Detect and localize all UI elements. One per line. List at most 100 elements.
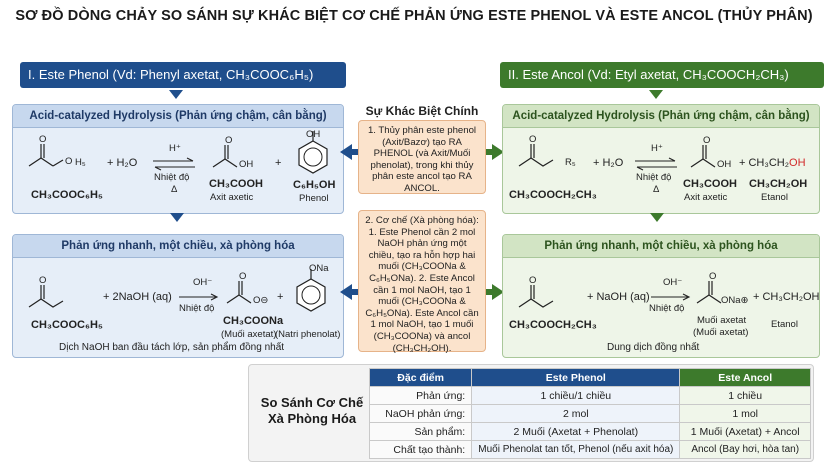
left-acid-product1-name: Axit axetic [210, 192, 254, 203]
right-acid-oh-label: OH [717, 159, 732, 170]
comparison-table: Đặc điểm Este Phenol Este Ancol Phản ứng… [368, 368, 811, 459]
right-base-reactant: CH₃COOCH₂CH₃ [509, 319, 597, 331]
right-acid-product1: CH₃COOH [683, 178, 737, 190]
left-base-reactant: CH₃COOC₆H₅ [31, 319, 103, 331]
left-base-product1-name: (Muối axetat) [221, 329, 277, 340]
right-base-plus-naoh: + NaOH (aq) [587, 291, 650, 303]
table-cell: 1 Muối (Axetat) + Ancol [679, 422, 811, 441]
table-row: Sản phẩm: 2 Muối (Axetat + Phenolat) 1 M… [368, 422, 811, 441]
right-base-oxygen-label: O [529, 275, 537, 286]
page-title: SƠ ĐỒ DÒNG CHẢY SO SÁNH SỰ KHÁC BIỆT CƠ … [15, 8, 813, 24]
left-base-catalyst: OH⁻ [193, 277, 213, 288]
left-acid-product2-name: Phenol [299, 193, 329, 204]
right-base-heading: Phản ứng nhanh, một chiều, xà phòng hóa [503, 235, 819, 258]
right-acid-product2-formula: + CH₃CH₂OH [739, 157, 806, 169]
right-acid-plus-water: + H₂O [593, 157, 624, 169]
left-base-plus-naoh: + 2NaOH (aq) [103, 291, 172, 303]
table-cell: Sản phẩm: [368, 422, 473, 441]
table-cell: Muối Phenolat tan tốt, Phenol (nếu axit … [471, 440, 681, 459]
table-cell: 1 chiều/1 chiều [471, 386, 681, 405]
right-acid-product1-name: Axit axetic [684, 192, 728, 203]
right-acid-reactant: CH₃COOCH₂CH₃ [509, 189, 597, 201]
right-acid-catalyst: H⁺ [651, 143, 663, 154]
left-base-footer: Dịch NaOH ban đầu tách lớp, sản phẩm đồn… [59, 342, 285, 353]
right-acid-product2: CH₃CH₂OH [749, 178, 808, 190]
table-cell: 2 Muối (Axetat + Phenolat) [471, 422, 681, 441]
right-acid-oxygen-label: O [703, 135, 711, 146]
left-base-heading: Phản ứng nhanh, một chiều, xà phòng hóa [13, 235, 343, 258]
right-ester-r5-label: R₅ [565, 157, 576, 168]
right-acetate-oxygen-label: O [709, 271, 717, 282]
acid-oh-label: OH [239, 159, 254, 170]
phenol-ring-icon [298, 131, 328, 174]
right-base-arrow [651, 293, 691, 301]
ester-o-label: O [65, 156, 73, 167]
left-acid-heading: Acid-catalyzed Hydrolysis (Phản ứng chậm… [13, 105, 343, 128]
ethyl-acetate-base-structure [518, 285, 554, 308]
center-left-arrow-bottom [340, 284, 358, 300]
table-header-phenol: Este Phenol [471, 368, 681, 387]
left-acid-reactant: CH₃COOC₆H₅ [31, 189, 103, 201]
left-header-arrow [169, 90, 183, 99]
center-box-1: 1. Thủy phân este phenol (Axit/Bazơ) tạo… [358, 120, 486, 194]
left-acid-panel: Acid-catalyzed Hydrolysis (Phản ứng chậm… [12, 104, 344, 214]
right-flow-arrow [650, 213, 664, 222]
acetate-o-minus-label: O⊖ [253, 295, 269, 306]
comparison-label: So Sánh Cơ Chế Xà Phòng Hóa [260, 395, 364, 426]
right-base-product2: + CH₃CH₂OH [753, 291, 820, 303]
right-base-footer: Dung dịch đồng nhất [607, 342, 700, 353]
table-row: Chất tạo thành: Muối Phenolat tan tốt, P… [368, 440, 811, 459]
left-base-panel: Phản ứng nhanh, một chiều, xà phòng hóa … [12, 234, 344, 358]
table-cell: NaOH phản ứng: [368, 404, 473, 423]
right-base-panel: Phản ứng nhanh, một chiều, xà phòng hóa … [502, 234, 820, 358]
right-base-product1-name: Muối axetat [697, 315, 747, 326]
table-header-ancol: Este Ancol [679, 368, 811, 387]
left-base-condition: Nhiệt độ [179, 303, 215, 314]
phenyl-acetate-structure [28, 144, 64, 167]
left-acid-catalyst: H⁺ [169, 143, 181, 154]
table-cell: Phản ứng: [368, 386, 473, 405]
ethanol-prefix: + CH₃CH₂ [739, 157, 790, 169]
table-row: Phản ứng: 1 chiều/1 chiều 1 chiều [368, 386, 811, 405]
right-base-condition: Nhiệt độ [649, 303, 685, 314]
right-acetate-structure [696, 281, 722, 304]
right-acid-delta: Δ [653, 184, 660, 195]
table-cell: Chất tạo thành: [368, 440, 473, 459]
right-acetic-acid-structure [690, 145, 716, 168]
table-row: NaOH phản ứng: 2 mol 1 mol [368, 404, 811, 423]
right-base-product1-name2: (Muối axetat) [693, 327, 749, 338]
phenyl-acetate-base-structure [28, 285, 64, 308]
table-header-feature: Đặc điểm [368, 368, 473, 387]
table-cell: 1 chiều [679, 386, 811, 405]
right-ester-oxygen-label: O [529, 134, 537, 145]
table-cell: 2 mol [471, 404, 681, 423]
acetate-oxygen-label: O [239, 271, 247, 282]
phenol-oh-label: OH [306, 129, 321, 140]
left-acid-plus: + [275, 157, 282, 169]
right-acetate-ona-label: ONa⊕ [721, 295, 749, 306]
right-base-catalyst: OH⁻ [663, 277, 683, 288]
right-acid-equilibrium-arrow [635, 157, 677, 171]
right-acid-product2-name: Etanol [761, 192, 788, 203]
left-acid-product2: C₆H₅OH [293, 179, 336, 191]
right-acid-panel: Acid-catalyzed Hydrolysis (Phản ứng chậm… [502, 104, 820, 214]
base-ester-oxygen-label: O [39, 275, 47, 286]
phenolate-ona-label: ONa [309, 263, 329, 274]
left-base-arrow [179, 293, 219, 301]
left-base-product1: CH₃COONa [223, 315, 284, 327]
acid-oxygen-label: O [225, 135, 233, 146]
acetate-structure [226, 281, 252, 304]
right-acid-heading: Acid-catalyzed Hydrolysis (Phản ứng chậm… [503, 105, 819, 128]
right-base-product2-name: Etanol [771, 319, 798, 330]
sodium-phenolate-ring-icon [296, 269, 326, 312]
left-acid-delta: Δ [171, 184, 178, 195]
center-right-arrow-bottom [486, 284, 504, 300]
right-header-arrow [649, 90, 663, 99]
ethanol-oh-highlight: OH [789, 157, 806, 169]
left-acid-plus-water: + H₂O [107, 157, 138, 169]
left-column-header: I. Este Phenol (Vd: Phenyl axetat, CH₃CO… [20, 62, 346, 88]
ester-h5-label: H₅ [75, 157, 86, 168]
right-column-header: II. Este Ancol (Vd: Etyl axetat, CH₃COOC… [500, 62, 824, 88]
comparison-section: So Sánh Cơ Chế Xà Phòng Hóa Đặc điểm Est… [248, 364, 814, 462]
left-flow-arrow [170, 213, 184, 222]
